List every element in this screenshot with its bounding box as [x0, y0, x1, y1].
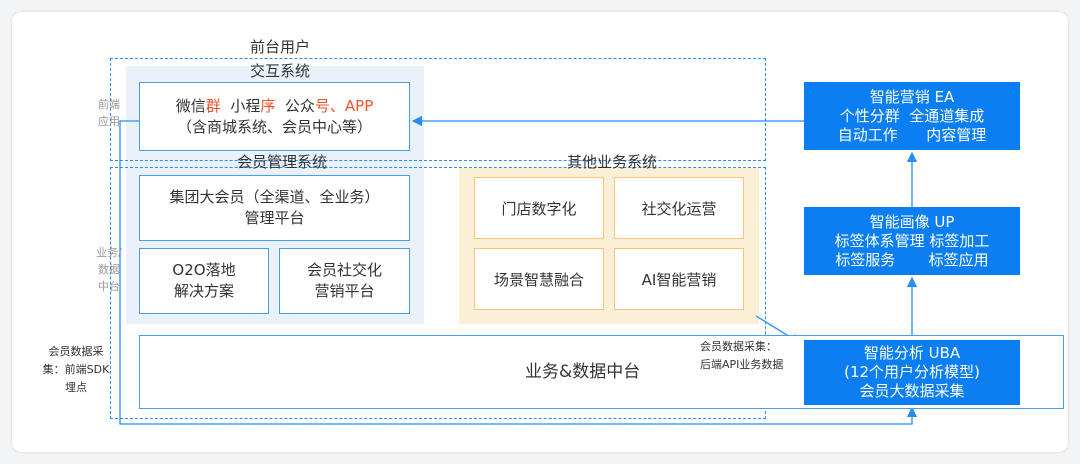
social-marketing-box: 会员社交化 营销平台	[279, 248, 410, 314]
member-title: 会员管理系统	[236, 153, 327, 171]
other-item: 社交化运营	[614, 177, 744, 239]
other-item: 场景智慧融合	[474, 248, 604, 310]
group-member-box: 集团大会员（全渠道、全业务） 管理平台	[139, 175, 410, 241]
front-title: 前台用户	[249, 38, 310, 56]
front-side-label: 前端应用	[98, 98, 120, 128]
back-collect-note: 会员数据采集： 后端API业务数据	[700, 340, 784, 371]
middle-dashed-region	[110, 167, 766, 419]
other-item: AI智能营销	[614, 248, 744, 310]
o2o-box: O2O落地 解决方案	[139, 248, 269, 314]
channels-box: 微信群 小程序 公众号、APP （含商城系统、会员中心等）	[139, 82, 410, 151]
smart-analysis-uba: 智能分析 UBA(12个用户分析模型)会员大数据采集	[804, 340, 1020, 405]
middle-side-label: 业务/数据中台	[96, 246, 122, 293]
front-subtitle: 交互系统	[249, 62, 310, 80]
front-collect-note: 会员数据采集：前端SDK埋点	[42, 345, 110, 394]
channels-line2: （含商城系统、会员中心等）	[176, 117, 372, 136]
front-dashed-region	[110, 58, 766, 161]
other-item: 门店数字化	[474, 177, 604, 239]
channels-line1: 微信群 小程序 公众号、APP	[175, 96, 374, 115]
other-title: 其他业务系统	[566, 153, 657, 171]
